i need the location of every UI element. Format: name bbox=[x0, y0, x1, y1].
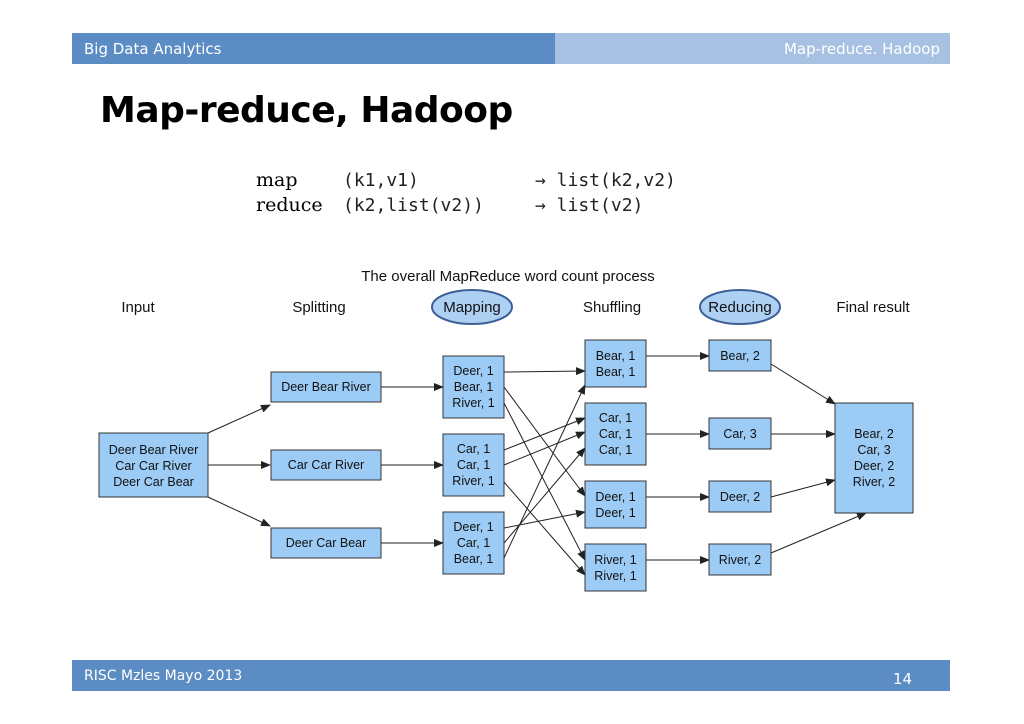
split-text: Car Car River bbox=[288, 458, 364, 472]
final-line: Car, 3 bbox=[857, 443, 890, 457]
split-text: Deer Car Bear bbox=[286, 536, 367, 550]
split-box bbox=[270, 371, 382, 403]
input-box bbox=[98, 432, 209, 498]
arrow-reduce-final-1 bbox=[770, 363, 836, 405]
arrow-input-split-3 bbox=[207, 496, 271, 527]
slide-title: Map-reduce, Hadoop bbox=[100, 90, 513, 131]
map-line: Deer, 1 bbox=[453, 364, 493, 378]
mapping-highlight bbox=[431, 289, 513, 325]
shuffle-line: Deer, 1 bbox=[595, 490, 635, 504]
reduce-text: Car, 3 bbox=[723, 427, 756, 441]
formula-map-output: → list(k2,v2) bbox=[535, 170, 676, 191]
stage-final-result: Final result bbox=[836, 299, 910, 316]
formula-reduce-input: (k2,list(v2)) bbox=[343, 195, 484, 216]
final-line: River, 2 bbox=[853, 475, 895, 489]
reduce-text: Bear, 2 bbox=[720, 349, 760, 363]
formula-map-name: map bbox=[256, 169, 298, 191]
final-result-box bbox=[834, 402, 914, 514]
stage-shuffling: Shuffling bbox=[583, 299, 641, 316]
reduce-box bbox=[708, 339, 772, 372]
stage-mapping: Mapping bbox=[443, 299, 501, 316]
shuffle-box bbox=[584, 339, 647, 388]
header-bar bbox=[72, 33, 950, 64]
arrow-map2-car-b bbox=[503, 431, 586, 466]
stage-input: Input bbox=[121, 299, 155, 316]
arrow-map2-car-a bbox=[503, 417, 586, 451]
arrow-input-split-1 bbox=[207, 404, 271, 434]
formula-reduce-name: reduce bbox=[256, 194, 323, 216]
shuffle-box bbox=[584, 543, 647, 592]
map-line: Bear, 1 bbox=[454, 552, 494, 566]
map-box bbox=[442, 511, 505, 575]
footer-source: RISC Mzles Mayo 2013 bbox=[84, 668, 243, 684]
input-line: Deer Bear River bbox=[109, 443, 199, 457]
reducing-highlight bbox=[699, 289, 781, 325]
map-line: River, 1 bbox=[452, 396, 494, 410]
formula-reduce-output: → list(v2) bbox=[535, 195, 643, 216]
map-line: Car, 1 bbox=[457, 442, 490, 456]
formula-map-input: (k1,v1) bbox=[343, 170, 419, 191]
map-line: Deer, 1 bbox=[453, 520, 493, 534]
final-line: Deer, 2 bbox=[854, 459, 894, 473]
map-line: Car, 1 bbox=[457, 536, 490, 550]
shuffle-box bbox=[584, 480, 647, 529]
arrow-map3-deer bbox=[503, 509, 586, 529]
split-text: Deer Bear River bbox=[281, 380, 371, 394]
formula-block: map (k1,v1) → list(k2,v2) reduce (k2,lis… bbox=[256, 169, 676, 216]
shuffle-line: Car, 1 bbox=[599, 443, 632, 457]
flow-arrows bbox=[207, 352, 867, 576]
arrow-map1-bear bbox=[503, 386, 586, 497]
reduce-box bbox=[708, 480, 772, 513]
reduce-box bbox=[708, 543, 772, 576]
shuffle-line: Deer, 1 bbox=[595, 506, 635, 520]
map-line: Car, 1 bbox=[457, 458, 490, 472]
stage-splitting: Splitting bbox=[292, 299, 345, 316]
stage-reducing: Reducing bbox=[708, 299, 771, 316]
footer-bar bbox=[72, 660, 950, 691]
split-box bbox=[270, 527, 382, 559]
shuffle-box bbox=[584, 402, 647, 466]
shuffle-line: Car, 1 bbox=[599, 411, 632, 425]
shuffle-line: Car, 1 bbox=[599, 427, 632, 441]
reduce-text: Deer, 2 bbox=[720, 490, 760, 504]
header-course-title: Big Data Analytics bbox=[84, 40, 222, 58]
arrow-map1-deer bbox=[503, 367, 586, 376]
reduce-box bbox=[708, 417, 772, 450]
arrow-map3-bear bbox=[503, 384, 586, 559]
final-line: Bear, 2 bbox=[854, 427, 894, 441]
input-line: Deer Car Bear bbox=[113, 475, 194, 489]
diagram-caption: The overall MapReduce word count process bbox=[361, 268, 654, 285]
arrow-map3-car bbox=[503, 447, 586, 544]
shuffle-line: Bear, 1 bbox=[596, 349, 636, 363]
map-box bbox=[442, 355, 505, 419]
header-section-title: Map-reduce. Hadoop bbox=[783, 40, 940, 58]
reduce-text: River, 2 bbox=[719, 553, 761, 567]
map-line: River, 1 bbox=[452, 474, 494, 488]
arrow-reduce-final-3 bbox=[770, 478, 836, 498]
page-number: 14 bbox=[893, 670, 913, 688]
shuffle-line: Bear, 1 bbox=[596, 365, 636, 379]
shuffle-line: River, 1 bbox=[594, 569, 636, 583]
map-line: Bear, 1 bbox=[454, 380, 494, 394]
arrow-map2-river bbox=[503, 481, 586, 576]
shuffle-line: River, 1 bbox=[594, 553, 636, 567]
input-line: Car Car River bbox=[115, 459, 191, 473]
split-box bbox=[270, 449, 382, 481]
arrow-map1-river bbox=[503, 402, 586, 561]
map-box bbox=[442, 433, 505, 497]
arrow-reduce-final-4 bbox=[770, 512, 867, 554]
